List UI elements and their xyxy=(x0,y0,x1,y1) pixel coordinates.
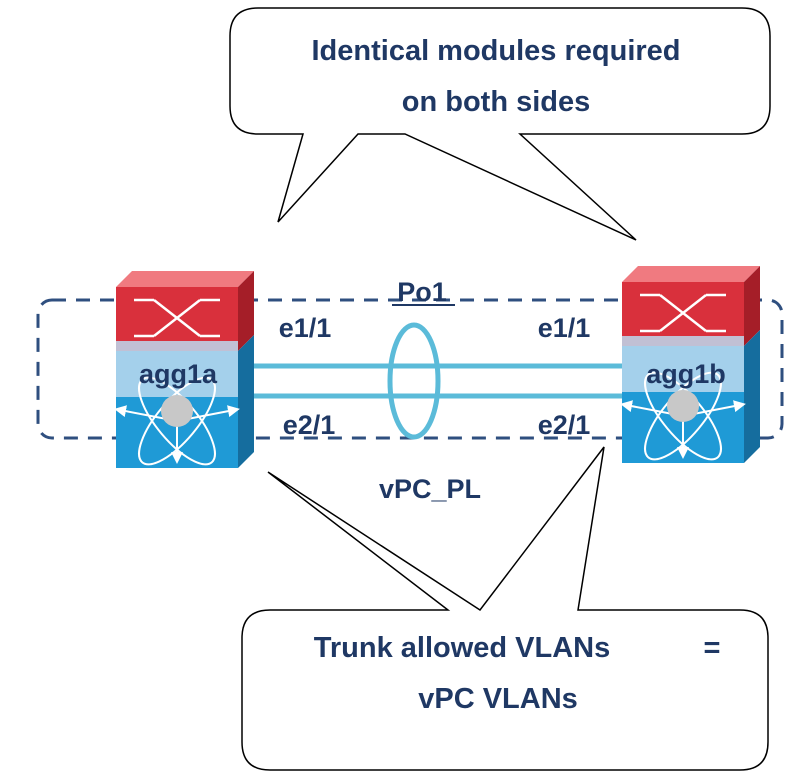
port-channel-ellipse xyxy=(387,322,441,440)
switch-agg1a-hub xyxy=(161,395,193,427)
callout-bottom-bubble xyxy=(241,446,769,771)
switch-agg1a-blue-side xyxy=(238,335,254,468)
switch-agg1b-red-side xyxy=(744,266,760,346)
switch-agg1a-red-side xyxy=(238,271,254,351)
switch-agg1a-name: agg1a xyxy=(139,359,218,389)
switch-agg1b-hub xyxy=(667,390,699,422)
left-port-bottom: e2/1 xyxy=(283,410,336,440)
switch-agg1a: agg1a xyxy=(114,271,254,468)
switch-agg1b-top-face xyxy=(622,266,760,282)
port-channel-label: Po1 xyxy=(397,277,447,307)
callout-top-bubble xyxy=(229,7,771,241)
callout-top-line2: on both sides xyxy=(402,86,591,118)
left-port-top: e1/1 xyxy=(279,313,332,343)
switch-agg1b: agg1b xyxy=(620,266,760,463)
right-port-top: e1/1 xyxy=(538,313,591,343)
switch-agg1a-label-band xyxy=(116,341,238,397)
switch-agg1b-label-band xyxy=(622,336,744,392)
module-icon xyxy=(640,293,726,333)
right-port-bottom: e2/1 xyxy=(538,410,591,440)
module-icon xyxy=(134,298,220,338)
peer-link xyxy=(238,322,626,440)
callout-bottom-line2: vPC VLANs xyxy=(418,683,578,715)
switch-agg1b-name: agg1b xyxy=(646,359,726,389)
switch-agg1b-blue-side xyxy=(744,330,760,463)
callout-bottom-line1-left: Trunk allowed VLANs xyxy=(314,632,611,664)
callout-bottom-line1-right: = xyxy=(704,632,721,664)
switch-agg1a-top-face xyxy=(116,271,254,287)
peer-link-label: vPC_PL xyxy=(379,474,481,504)
callout-top-line1: Identical modules required xyxy=(311,35,680,67)
